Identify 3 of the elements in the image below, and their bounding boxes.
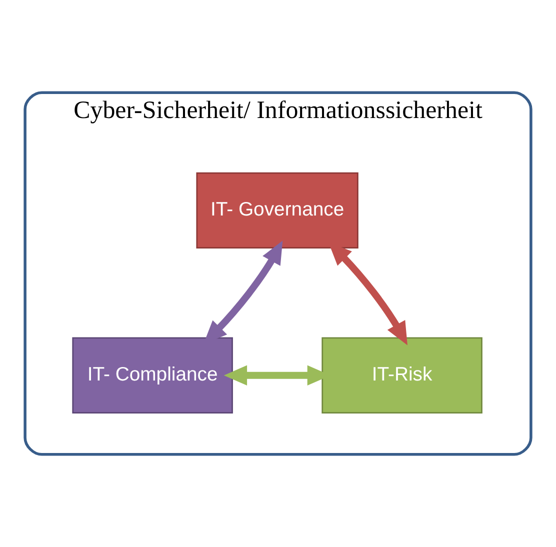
node-box: IT- Compliance [72,337,233,414]
node-box: IT- Governance [196,172,358,249]
node-box: IT-Risk [322,337,482,414]
